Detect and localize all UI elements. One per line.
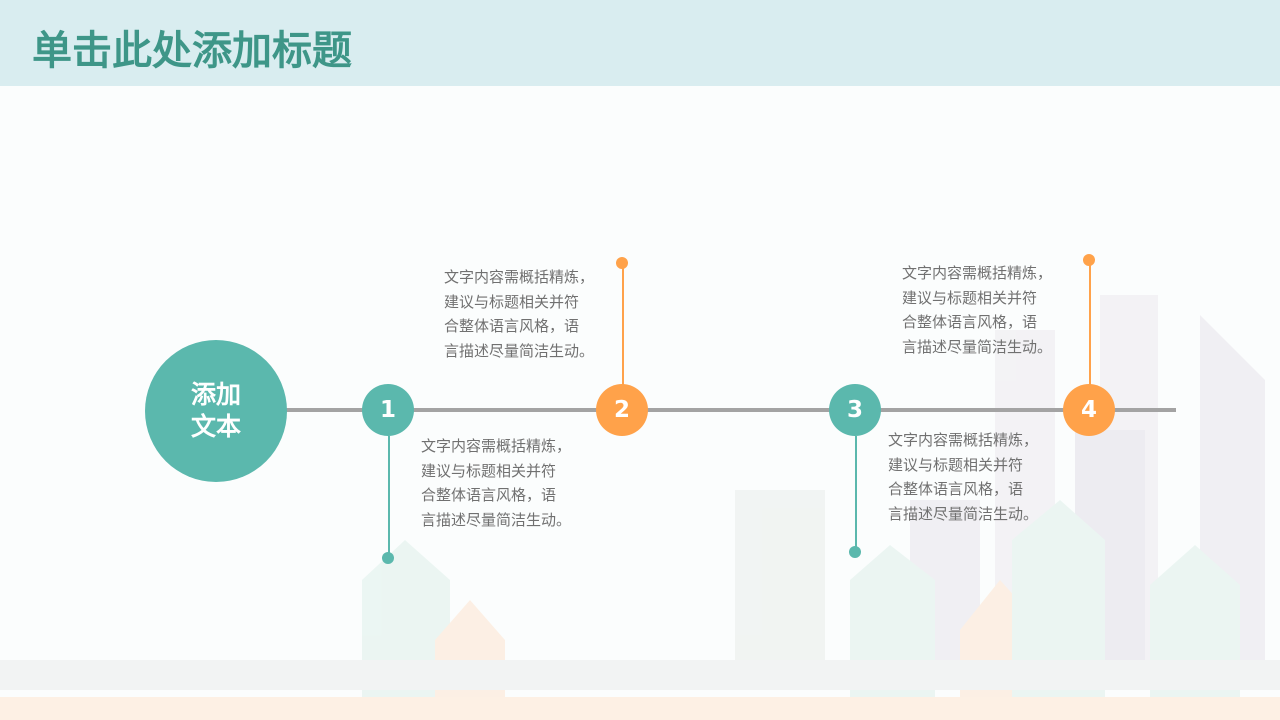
step-node-4[interactable]: 4 (1063, 384, 1115, 436)
title-bar: 单击此处添加标题 (0, 0, 1280, 86)
text-line: 合整体语言风格，语 (444, 317, 580, 335)
text-line: 言描述尽量简洁生动。 (902, 337, 1053, 356)
step-text-4[interactable]: 文字内容需概括精炼， 建议与标题相关并符 合整体语言风格，语 言描述尽量简洁生动… (902, 261, 1052, 359)
connector-3 (855, 436, 857, 552)
connector-1 (388, 436, 390, 558)
text-line: 言描述尽量简洁生动。 (444, 341, 595, 360)
timeline-axis (286, 408, 1176, 412)
text-line: 建议与标题相关并符 (421, 461, 557, 480)
text-line: 言描述尽量简洁生动。 (421, 510, 572, 529)
step-node-2[interactable]: 2 (596, 384, 648, 436)
connector-dot-2 (616, 257, 628, 269)
connector-dot-1 (382, 552, 394, 564)
text-line: 文字内容需概括精炼， (888, 431, 1039, 449)
text-line: 言描述尽量简洁生动。 (888, 504, 1039, 523)
text-line: 建议与标题相关并符 (888, 455, 1024, 474)
step-node-3[interactable]: 3 (829, 384, 881, 436)
center-circle[interactable]: 添加 文本 (145, 340, 287, 482)
text-line: 文字内容需概括精炼， (421, 437, 572, 455)
connector-4 (1089, 261, 1091, 386)
slide-title[interactable]: 单击此处添加标题 (32, 28, 352, 74)
step-text-1[interactable]: 文字内容需概括精炼， 建议与标题相关并符 合整体语言风格，语 言描述尽量简洁生动… (421, 434, 571, 532)
connector-dot-3 (849, 546, 861, 558)
step-node-1[interactable]: 1 (362, 384, 414, 436)
text-line: 文字内容需概括精炼， (444, 268, 595, 286)
center-text-line: 添加 (190, 380, 241, 409)
text-line: 合整体语言风格，语 (888, 480, 1024, 498)
step-text-3[interactable]: 文字内容需概括精炼， 建议与标题相关并符 合整体语言风格，语 言描述尽量简洁生动… (888, 428, 1038, 526)
text-line: 合整体语言风格，语 (902, 313, 1038, 331)
text-line: 合整体语言风格，语 (421, 486, 557, 504)
connector-dot-4 (1083, 254, 1095, 266)
text-line: 文字内容需概括精炼， (902, 264, 1053, 282)
text-line: 建议与标题相关并符 (444, 292, 580, 311)
center-text-line: 文本 (190, 412, 241, 441)
step-text-2[interactable]: 文字内容需概括精炼， 建议与标题相关并符 合整体语言风格，语 言描述尽量简洁生动… (444, 265, 594, 363)
connector-2 (622, 264, 624, 386)
text-line: 建议与标题相关并符 (902, 288, 1038, 307)
